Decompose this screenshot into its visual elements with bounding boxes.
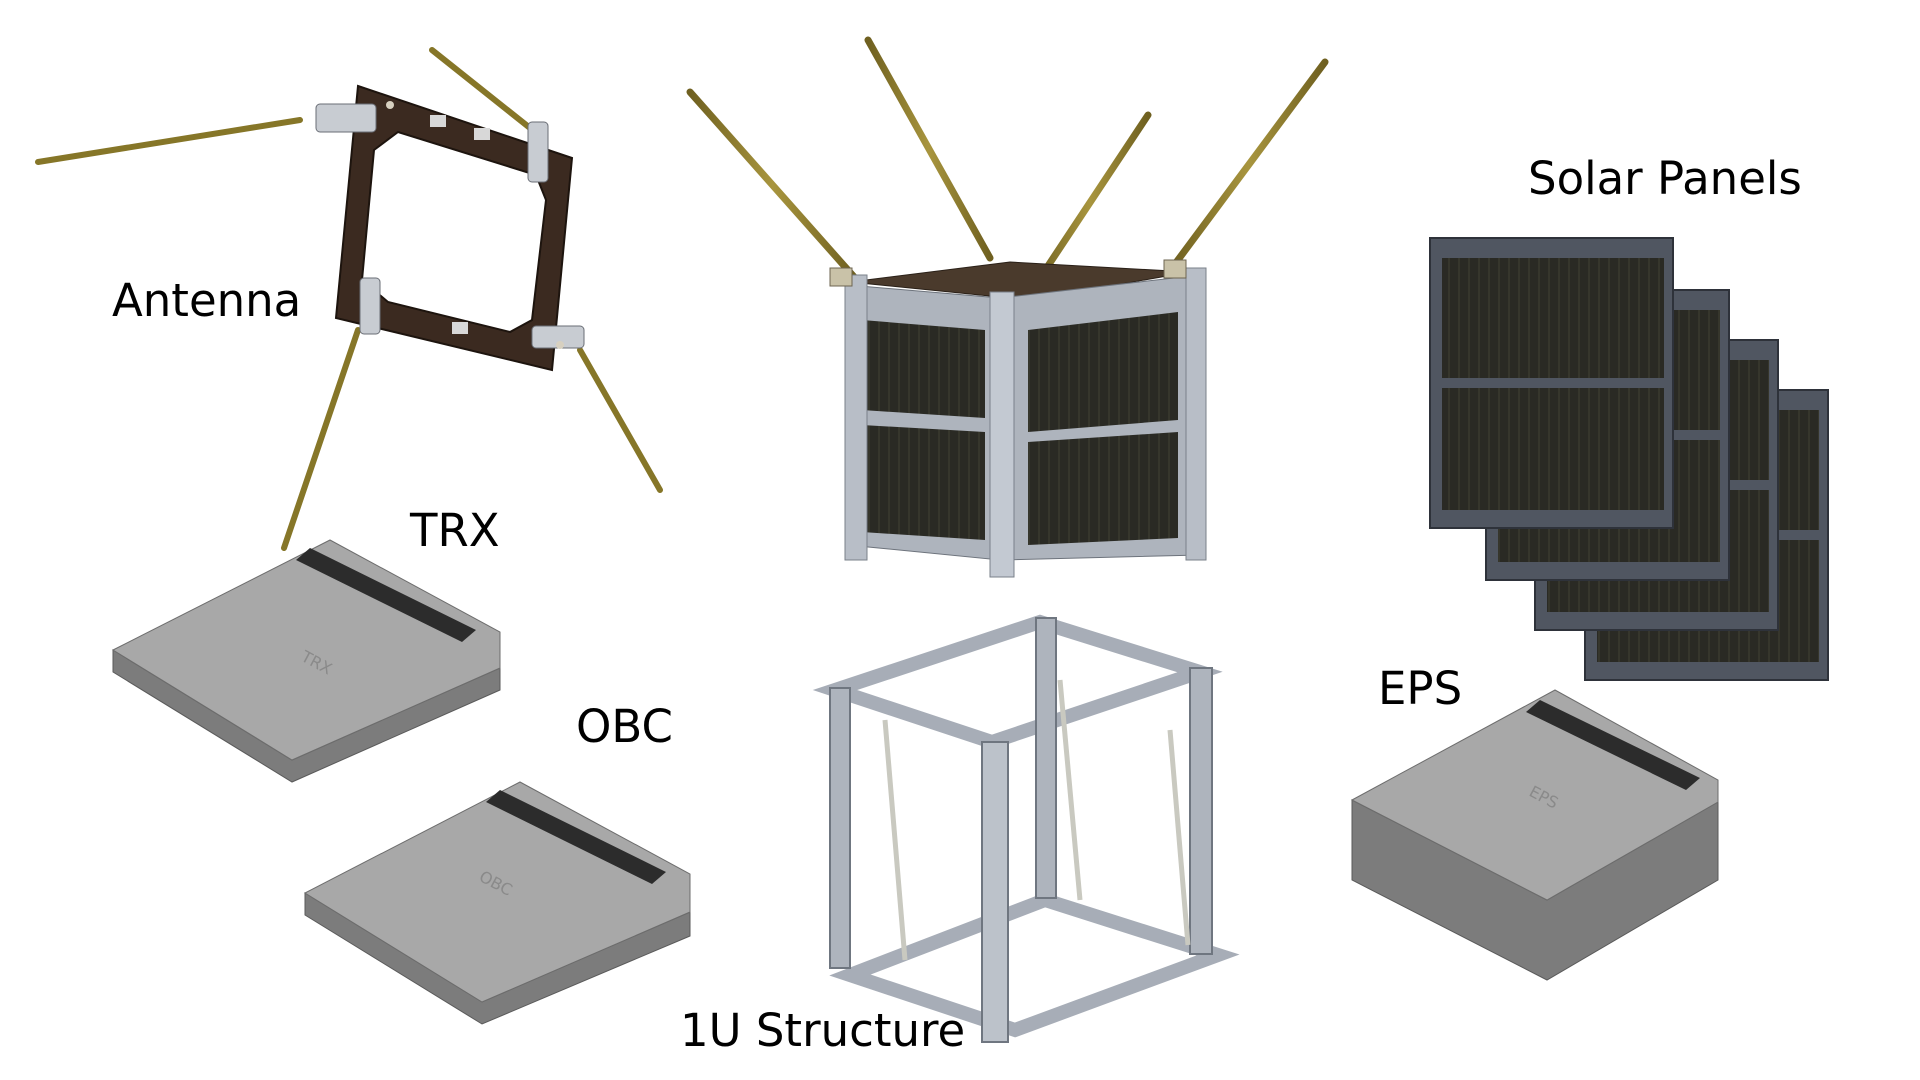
antenna-rod <box>577 347 663 493</box>
antenna-rod <box>1168 58 1329 272</box>
solar-panel-stack <box>1429 237 1829 681</box>
trx-module-icon: TRX <box>111 539 501 783</box>
solar-panels-label: Solar Panels <box>1528 152 1802 205</box>
antenna-label: Antenna <box>112 274 302 327</box>
antenna-hinge <box>527 121 549 183</box>
eps-label: EPS <box>1378 662 1463 715</box>
obc-label: OBC <box>576 700 673 753</box>
frame-structure-icon <box>812 614 1240 1043</box>
antenna-rod <box>864 36 994 262</box>
solar-panel-icon <box>1429 237 1674 529</box>
eps-module-icon: EPS <box>1350 689 1719 981</box>
antenna-rod <box>281 327 361 551</box>
antenna-board-icon <box>35 47 663 551</box>
antenna-rod <box>35 117 303 165</box>
obc-module-icon: OBC <box>303 781 691 1025</box>
trx-label: TRX <box>410 504 500 557</box>
antenna-hinge <box>359 277 381 335</box>
structure-label: 1U Structure <box>680 1004 966 1057</box>
antenna-rod <box>686 88 859 282</box>
antenna-rod <box>1028 111 1152 294</box>
cubesat-icon <box>686 36 1329 578</box>
antenna-rod <box>429 47 533 131</box>
antenna-hinge <box>315 103 377 133</box>
